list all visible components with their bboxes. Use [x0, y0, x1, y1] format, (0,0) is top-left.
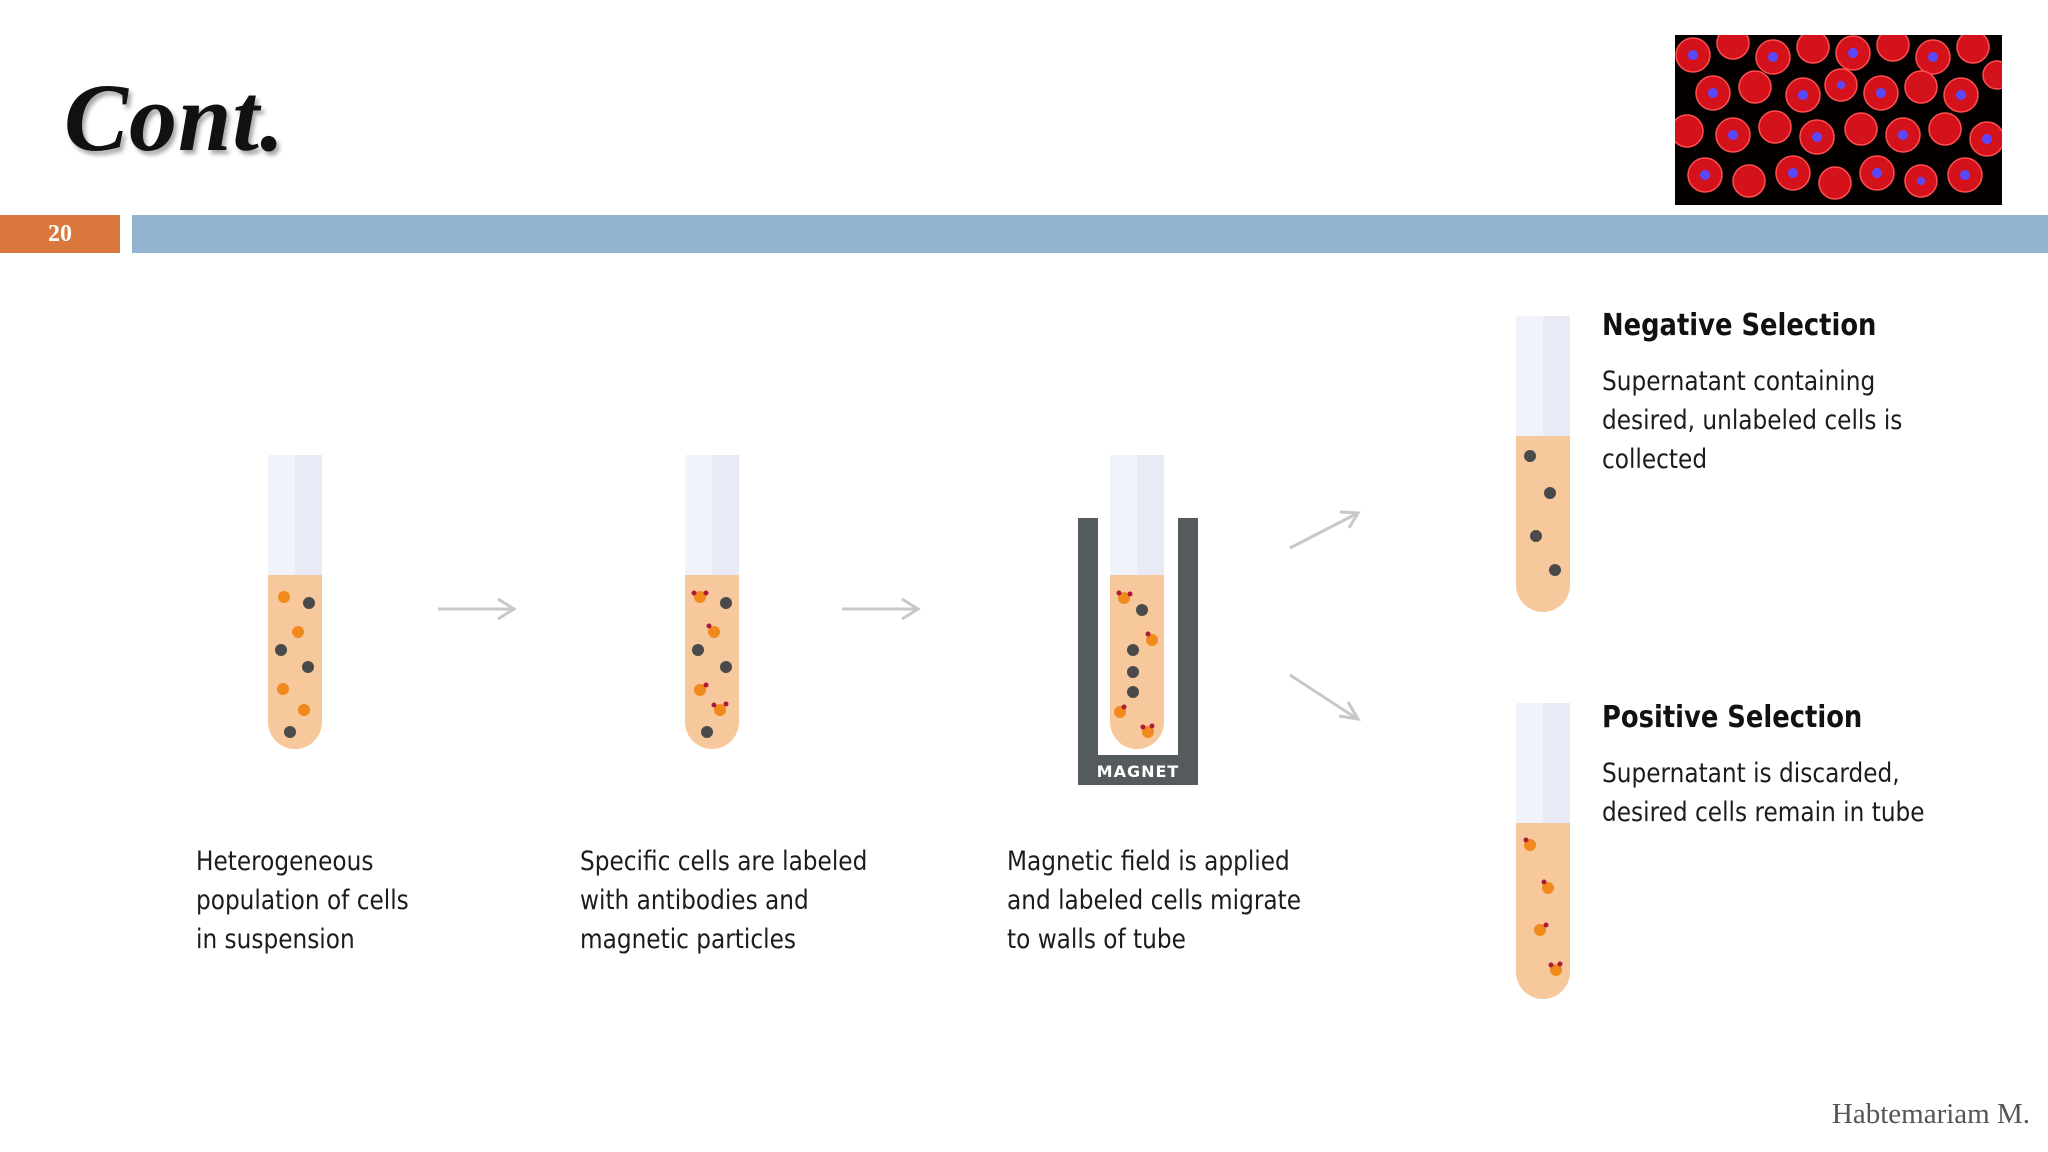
magnetic-separation-diagram: MAGNET	[268, 316, 1570, 999]
arrow-to-negative	[1289, 510, 1361, 550]
step-2-caption: Specific cells are labeled with antibodi…	[580, 846, 868, 955]
tube-heterogeneous	[268, 455, 322, 749]
magnet-label: MAGNET	[1097, 762, 1180, 781]
step-1-caption: Heterogeneous population of cells in sus…	[196, 846, 409, 955]
tube-negative-selection	[1516, 316, 1570, 612]
positive-selection-title: Positive Selection	[1602, 700, 1863, 735]
negative-selection-description: Supernatant containing desired, unlabele…	[1602, 366, 1903, 475]
slide-title: Cont.	[64, 64, 286, 171]
tube-labeled	[685, 455, 739, 749]
title-rule	[132, 215, 2048, 253]
tube-in-magnet: MAGNET	[1078, 455, 1198, 785]
positive-selection-description: Supernatant is discarded, desired cells …	[1602, 758, 1925, 828]
arrow-to-positive	[1289, 673, 1361, 721]
negative-selection-title: Negative Selection	[1602, 308, 1877, 343]
tube-positive-selection	[1516, 703, 1570, 999]
cell-micrograph-image	[1675, 35, 2002, 205]
step-3-caption: Magnetic field is applied and labeled ce…	[1007, 846, 1302, 955]
author-credit: Habtemariam M.	[1831, 1098, 2030, 1130]
arrow-step-2	[842, 597, 921, 621]
slide-number: 20	[0, 215, 120, 253]
arrow-step-1	[438, 597, 517, 621]
